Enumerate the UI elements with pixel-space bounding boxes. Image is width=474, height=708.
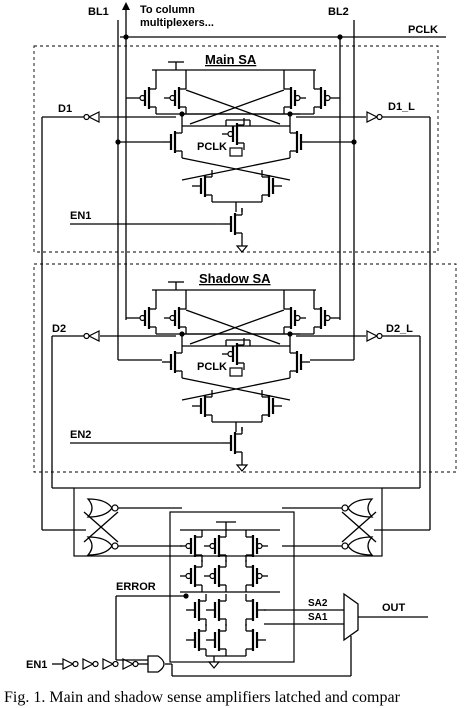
shadow-sa-core	[134, 282, 336, 432]
en1-label: EN1	[70, 210, 91, 222]
right-latch-nor-top	[341, 498, 373, 518]
main-sa-core	[134, 62, 336, 212]
latch-frame	[73, 487, 383, 557]
mux-arrow-head	[122, 2, 130, 10]
shadow-sa-box	[33, 263, 457, 473]
en1-bottom-label: EN1	[26, 659, 47, 671]
sa2-label: SA2	[308, 598, 328, 609]
comparator-frame	[169, 511, 295, 663]
d2-l-inverter	[366, 330, 383, 342]
d2-inverter	[83, 330, 100, 342]
left-latch-nor-bottom	[87, 536, 119, 556]
shadow-pclk-label: PCLK	[197, 361, 227, 373]
d1-label: D1	[58, 103, 72, 115]
en2-label: EN2	[70, 429, 91, 441]
shadow-sa-title: Shadow SA	[199, 271, 271, 286]
pclk-top-label: PCLK	[408, 24, 438, 36]
delay-inverter-3	[102, 658, 119, 670]
d1-l-label: D1_L	[388, 101, 415, 113]
d2-l-label: D2_L	[386, 323, 413, 335]
d1-inverter	[83, 111, 100, 123]
sa1-label: SA1	[308, 612, 328, 623]
delay-inverter-2	[82, 658, 99, 670]
main-sa-title: Main SA	[205, 52, 257, 67]
delay-inverter-1	[62, 658, 79, 670]
main-pclk-label: PCLK	[197, 141, 227, 153]
d1-l-inverter	[366, 111, 383, 123]
error-label: ERROR	[116, 581, 156, 593]
right-latch-nor-bottom	[341, 536, 373, 556]
bl2-label: BL2	[328, 6, 349, 18]
left-latch-nor-top	[87, 498, 119, 518]
and-gate	[147, 655, 165, 673]
multiplexers-label: multiplexers...	[140, 17, 214, 29]
output-mux	[343, 592, 359, 642]
out-label: OUT	[382, 602, 406, 614]
main-sa-box	[33, 45, 439, 253]
bl1-label: BL1	[88, 6, 109, 18]
figure-caption: Fig. 1. Main and shadow sense amplifiers…	[4, 689, 401, 706]
d2-label: D2	[52, 323, 66, 335]
to-column-label: To column	[140, 4, 195, 16]
